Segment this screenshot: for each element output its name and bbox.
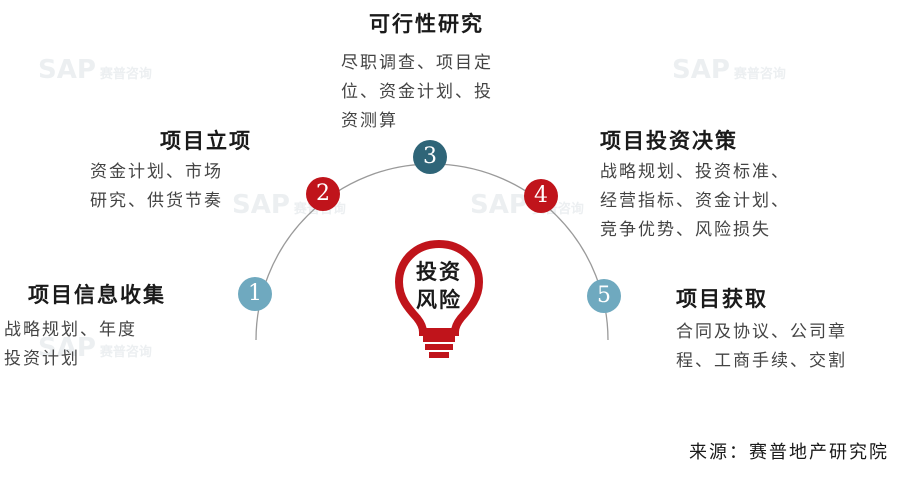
- step-title-5: 项目获取: [676, 286, 768, 311]
- step-desc-line: 资金计划、市场: [90, 162, 223, 182]
- step-node-4: 4: [524, 179, 558, 213]
- step-title-3: 可行性研究: [369, 11, 484, 36]
- step-desc-line: 竞争优势、风险损失: [600, 220, 771, 240]
- step-title-2: 项目立项: [160, 128, 252, 153]
- step-desc-line: 资测算: [341, 111, 398, 131]
- step-desc-3: 尽职调查、项目定 位、资金计划、投 资测算: [341, 49, 493, 136]
- step-desc-2: 资金计划、市场 研究、供货节奏: [90, 158, 223, 216]
- step-desc-line: 研究、供货节奏: [90, 191, 223, 211]
- center-label-line: 投资: [416, 259, 462, 284]
- step-desc-line: 位、资金计划、投: [341, 82, 493, 102]
- step-node-2: 2: [306, 177, 340, 211]
- step-desc-line: 投资计划: [4, 349, 80, 369]
- step-desc-line: 程、工商手续、交割: [676, 351, 847, 371]
- step-desc-line: 战略规划、年度: [4, 320, 137, 340]
- step-node-3: 3: [413, 140, 447, 174]
- lightbulb-icon: [394, 239, 484, 358]
- step-desc-5: 合同及协议、公司章 程、工商手续、交割: [676, 318, 847, 376]
- step-node-1: 1: [238, 277, 272, 311]
- step-desc-4: 战略规划、投资标准、 经营指标、资金计划、 竞争优势、风险损失: [600, 158, 790, 245]
- step-desc-line: 战略规划、投资标准、: [600, 162, 790, 182]
- step-desc-line: 经营指标、资金计划、: [600, 191, 790, 211]
- step-node-5: 5: [587, 279, 621, 313]
- step-title-4: 项目投资决策: [600, 128, 738, 153]
- step-desc-line: 合同及协议、公司章: [676, 322, 847, 342]
- step-desc-1: 战略规划、年度 投资计划: [4, 316, 137, 374]
- source-caption: 来源：赛普地产研究院: [689, 442, 889, 463]
- step-desc-line: 尽职调查、项目定: [341, 53, 493, 73]
- step-title-1: 项目信息收集: [28, 282, 166, 307]
- center-label-line: 风险: [416, 287, 462, 312]
- center-label: 投资 风险: [403, 258, 475, 314]
